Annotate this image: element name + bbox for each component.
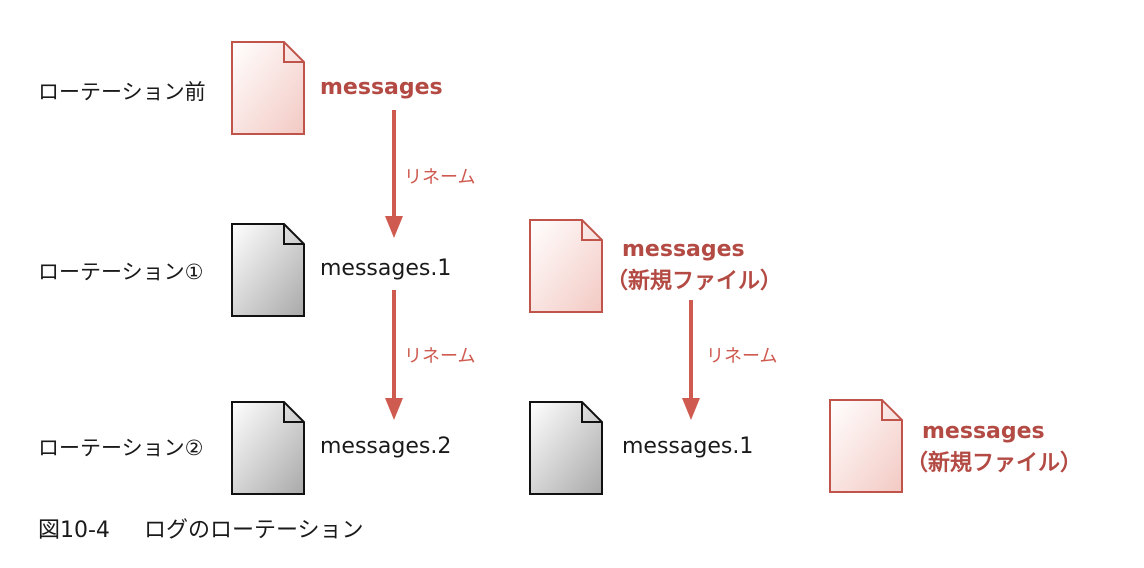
new-file-label-1: （新規ファイル） xyxy=(606,269,783,294)
rename-arrow-2 xyxy=(385,290,403,420)
document-icon-messages-1 xyxy=(230,222,306,318)
rename-label-1: リネーム xyxy=(404,167,476,188)
file-name-messages-new-1: messages xyxy=(622,237,745,262)
file-name-messages-1-rotated: messages.1 xyxy=(622,434,754,459)
file-name-messages: messages xyxy=(320,75,443,100)
document-icon-messages-2 xyxy=(230,400,306,496)
row-label-rotation-1: ローテーション① xyxy=(38,260,204,284)
document-icon-messages-original xyxy=(230,40,306,136)
document-icon-messages-new-1 xyxy=(528,218,604,314)
rename-arrow-3 xyxy=(682,300,700,420)
file-name-messages-new-2: messages xyxy=(922,419,1045,444)
rename-label-3: リネーム xyxy=(706,346,778,367)
figure-caption: 図10-4 ログのローテーション xyxy=(38,512,398,544)
file-name-messages-1: messages.1 xyxy=(320,256,452,281)
rename-label-2: リネーム xyxy=(404,346,476,367)
row-label-before: ローテーション前 xyxy=(38,80,206,104)
document-icon-messages-new-2 xyxy=(828,398,904,494)
row-label-rotation-2: ローテーション② xyxy=(38,436,204,460)
document-icon-messages-1-rotated xyxy=(528,400,604,496)
file-name-messages-2: messages.2 xyxy=(320,434,452,459)
rename-arrow-1 xyxy=(385,110,403,238)
figure-title: ログのローテーション xyxy=(143,518,364,543)
new-file-label-2: （新規ファイル） xyxy=(906,451,1083,476)
figure-number: 図10-4 xyxy=(38,518,110,543)
